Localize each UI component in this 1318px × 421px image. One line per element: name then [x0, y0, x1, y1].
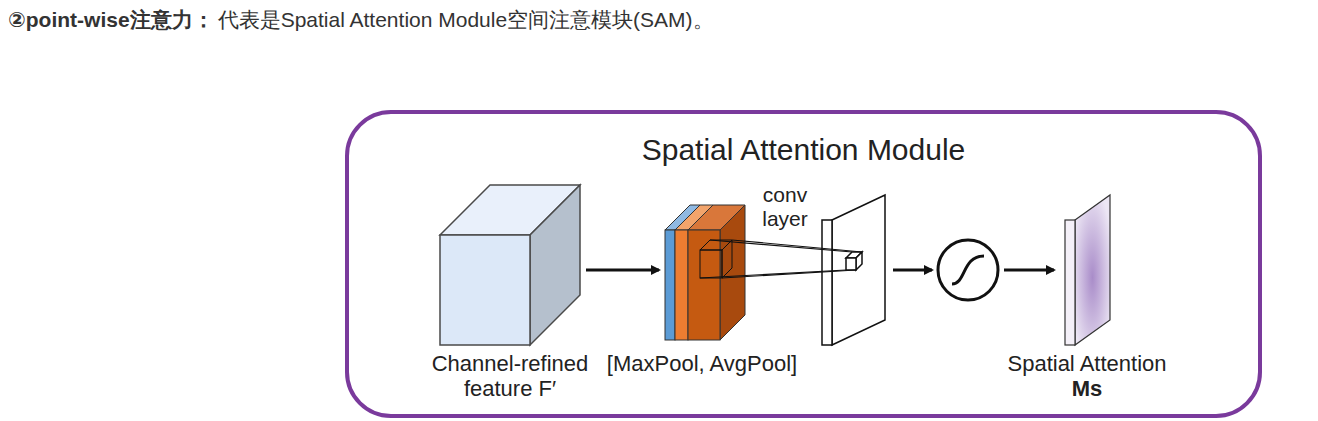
heading-text: 代表是Spatial Attention Module空间注意模块(SAM)。 [218, 6, 714, 34]
pooling-node: [MaxPool, AvgPool] [665, 205, 745, 340]
flow-arrow [586, 269, 659, 272]
feature-cube-node: Channel-refined feature F′ [440, 185, 580, 345]
attention-node: Spatial AttentionMs [1065, 195, 1110, 345]
sigmoid-symbol [938, 240, 998, 300]
label-block: Spatial AttentionMs [992, 351, 1182, 402]
label-block: [MaxPool, AvgPool] [592, 351, 812, 376]
label-block: Channel-refined feature F′ [415, 351, 605, 402]
attention-map [1065, 195, 1110, 345]
node-label: Spatial Attention [992, 351, 1182, 376]
heading-row: ②point-wise注意力：代表是Spatial Attention Modu… [8, 6, 718, 34]
module-frame: Spatial Attention ModuleChannel-refined … [345, 110, 1262, 418]
node-label: conv layer [750, 183, 820, 231]
pooled-maps [665, 205, 745, 340]
node-symbol: Ms [992, 376, 1182, 401]
node-label: Channel-refined feature F′ [415, 351, 605, 402]
label-block: Spatial Attention Module [345, 132, 1262, 168]
node-label: [MaxPool, AvgPool] [592, 351, 812, 376]
node-label: Spatial Attention Module [345, 132, 1262, 168]
conv-node: conv layer [822, 195, 885, 345]
heading-label: ②point-wise注意力： [8, 6, 214, 34]
feature-cube [440, 185, 580, 345]
kernel-lines [700, 240, 862, 278]
flow-arrow [893, 269, 932, 272]
flow-arrow [1004, 269, 1054, 272]
label-block: conv layer [750, 183, 820, 231]
